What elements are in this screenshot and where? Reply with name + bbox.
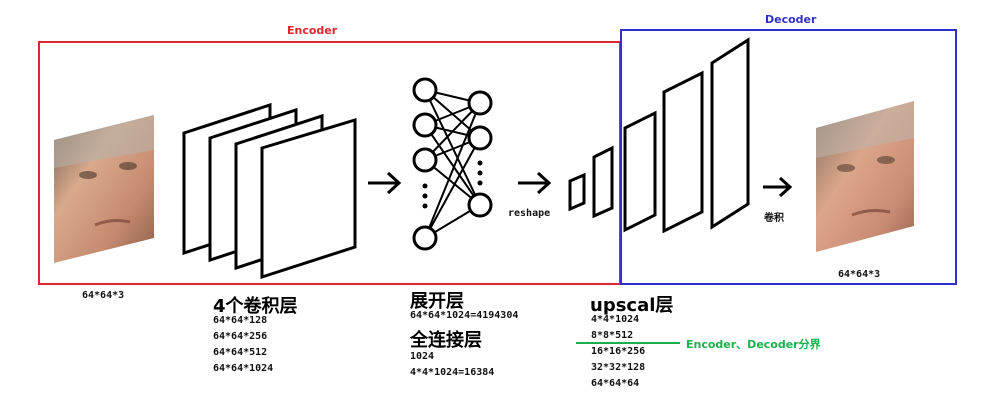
- conv-shape: 64*64*512: [213, 347, 268, 358]
- reshape-label: reshape: [508, 208, 551, 219]
- final-conv-label: 卷积: [764, 213, 784, 224]
- fc-shape: 1024: [410, 351, 435, 362]
- fc-shapes: 1024 4*4*1024=16384: [410, 349, 494, 381]
- flatten-title: 展开层: [410, 291, 464, 312]
- upscale-layer-3: [623, 110, 657, 233]
- arrow-icon: [518, 171, 552, 195]
- decoder-title: Decoder: [765, 13, 817, 26]
- fc-node: [467, 125, 493, 151]
- conv-layer-4: [260, 117, 357, 280]
- upscale-shape: 32*32*128: [591, 362, 646, 373]
- input-shape-label: 64*64*3: [82, 290, 125, 301]
- upscale-shape: 16*16*256: [591, 346, 646, 357]
- ellipsis-icon: [422, 160, 483, 209]
- encoder-title: Encoder: [287, 24, 338, 37]
- upscale-shape: 8*8*512: [591, 330, 634, 341]
- conv-shape: 64*64*1024: [213, 363, 274, 374]
- split-label: Encoder、Decoder分界: [686, 338, 821, 351]
- arrow-icon: [368, 171, 402, 195]
- upscale-title: upscal层: [590, 295, 674, 316]
- fc-node: [467, 192, 493, 218]
- fc-node: [412, 112, 438, 138]
- upscale-layer-4: [662, 70, 704, 234]
- upscale-layer-5: [710, 37, 750, 230]
- fully-connected-network: [412, 77, 493, 251]
- upscale-layer-2: [592, 145, 614, 219]
- fc-node: [467, 90, 493, 116]
- fc-shape: 4*4*1024=16384: [410, 367, 495, 378]
- arrow-icon: [763, 176, 793, 198]
- output-shape-label: 64*64*3: [838, 269, 881, 280]
- conv-shape: 64*64*128: [213, 315, 268, 326]
- input-face-image: [54, 115, 154, 263]
- conv-title: 4个卷积层: [213, 296, 298, 317]
- fc-node: [412, 77, 438, 103]
- output-face-image: [816, 101, 914, 252]
- conv-shape: 64*64*256: [213, 331, 268, 342]
- upscale-shape: 4*4*1024: [591, 314, 640, 325]
- conv-layers: [182, 102, 357, 280]
- upscale-shape: 64*64*64: [591, 378, 640, 389]
- fc-node: [412, 147, 438, 173]
- fc-title: 全连接层: [410, 330, 482, 351]
- flatten-shape: 64*64*1024=4194304: [410, 310, 519, 321]
- fc-node: [412, 225, 438, 251]
- upscale-layer-1: [568, 172, 586, 212]
- upscale-shapes: 4*4*1024 8*8*512 16*16*256 32*32*128 64*…: [591, 312, 645, 392]
- decoder-box: [620, 29, 957, 285]
- conv-shapes: 64*64*128 64*64*256 64*64*512 64*64*1024: [213, 313, 273, 377]
- upscale-layers: [568, 37, 750, 234]
